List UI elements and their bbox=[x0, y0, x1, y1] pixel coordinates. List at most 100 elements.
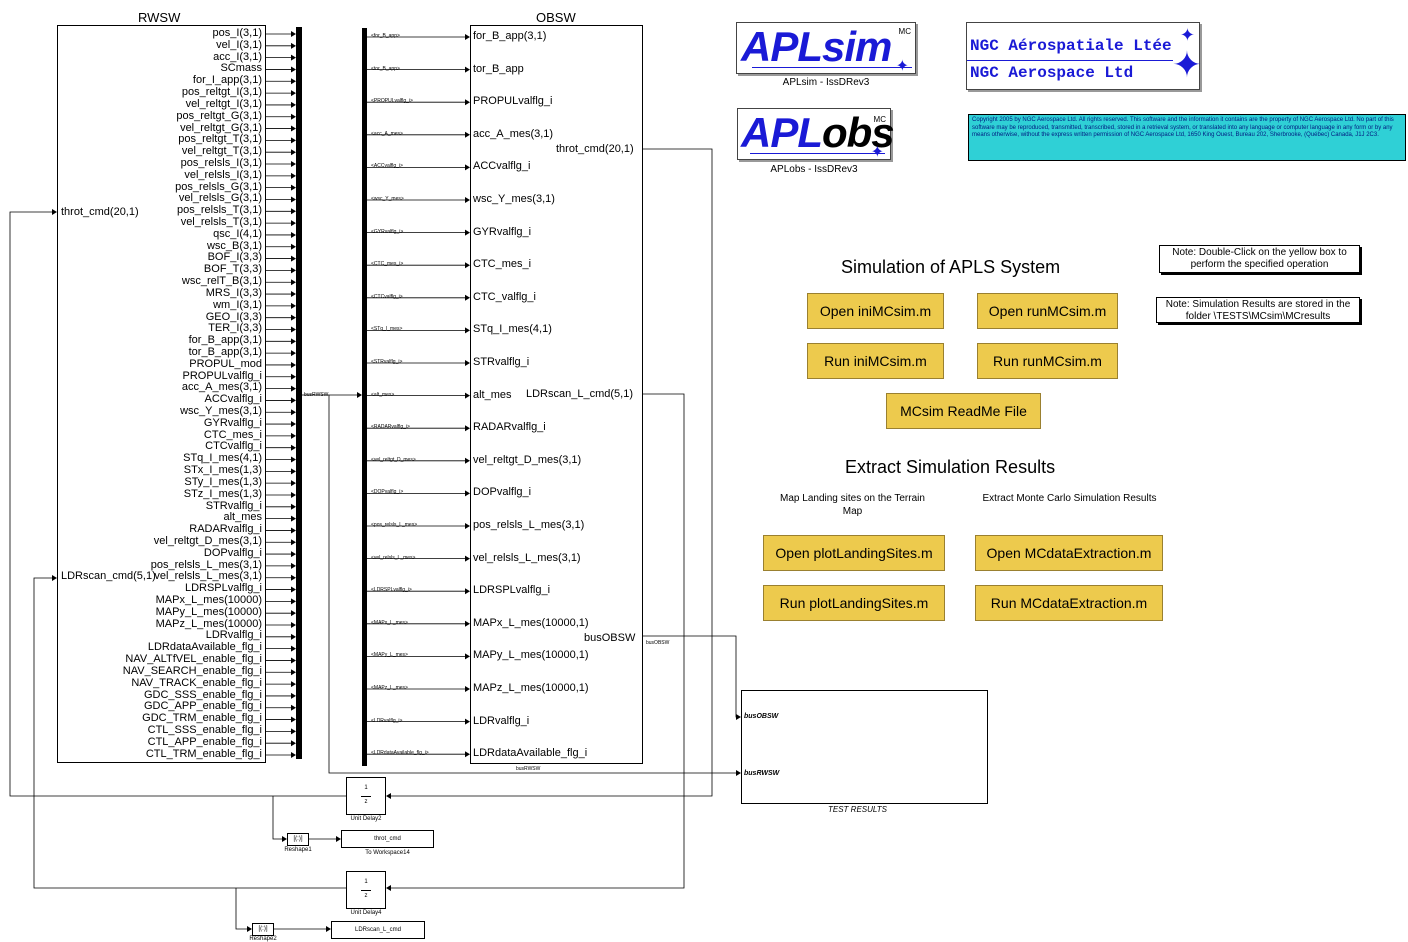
rwsw-output-arrow bbox=[291, 704, 296, 711]
open-runmcsim-button[interactable]: Open runMCsim.m bbox=[977, 293, 1118, 329]
rwsw-output-arrow bbox=[291, 31, 296, 37]
ldr-return-wire bbox=[33, 577, 346, 889]
unit-delay2-den: z bbox=[364, 799, 368, 805]
bus-selector-label: <pos_relsls_L_mes> bbox=[371, 522, 418, 528]
bus-selector-label: <CTC_mes_i> bbox=[371, 261, 404, 268]
to-workspace14-block[interactable]: throt_cmd bbox=[341, 830, 434, 848]
to-workspace-ldrscan-block[interactable]: LDRscan_L_cmd bbox=[331, 921, 425, 939]
obsw-input-port: CTC_mes_i bbox=[473, 258, 532, 271]
obsw-input-port: LDRdataAvailable_flg_i bbox=[473, 747, 588, 760]
rwsw-output-port: vel_relsls_I(3,1) bbox=[184, 168, 262, 181]
note-results-folder: Note: Simulation Results are stored in t… bbox=[1156, 297, 1360, 323]
rwsw-output-arrow bbox=[291, 279, 296, 286]
obsw-input-arrow bbox=[465, 360, 470, 366]
rwsw-output-arrow bbox=[291, 291, 296, 298]
obsw-input-arrow bbox=[465, 686, 470, 692]
bus-selector-label: <alt_mes> bbox=[371, 391, 395, 398]
rwsw-output-arrow bbox=[291, 645, 296, 652]
rwsw-output-port: MRS_I(3,3) bbox=[205, 286, 262, 299]
throt-feedback-arrow bbox=[386, 793, 391, 799]
obsw-output-ldrscan: LDRscan_L_cmd(5,1) bbox=[526, 388, 633, 400]
obsw-input-port: STq_I_mes(4,1) bbox=[473, 323, 552, 336]
obsw-input-arrow bbox=[465, 229, 470, 236]
rwsw-output-port: STz_I_mes(1,3) bbox=[183, 487, 262, 500]
bus-rwsw-to-test-wire bbox=[328, 395, 740, 774]
rwsw-output-port: CTL_SSS_enable_flg_i bbox=[147, 723, 262, 736]
run-runmcsim-button[interactable]: Run runMCsim.m bbox=[977, 343, 1118, 379]
rwsw-output-arrow bbox=[291, 681, 296, 688]
unit-delay4-num: 1 bbox=[364, 879, 368, 885]
rwsw-subsystem-block[interactable] bbox=[57, 25, 266, 763]
mcsim-readme-button[interactable]: MCsim ReadMe File bbox=[886, 393, 1041, 429]
bus-selector-label: <CTCvalflg_i> bbox=[371, 293, 403, 300]
rwsw-output-port: pos_I(3,1) bbox=[212, 27, 262, 39]
run-mcdataextraction-button[interactable]: Run MCdataExtraction.m bbox=[975, 585, 1163, 621]
obsw-input-arrow bbox=[465, 425, 470, 432]
bus-selector-label: <RADARvalflg_i> bbox=[371, 424, 410, 431]
aplobs-logo[interactable]: APLobs MC ✦ bbox=[737, 108, 895, 161]
reshape1-text: [(:)] bbox=[293, 836, 303, 842]
aplsim-logo[interactable]: APLsim MC ✦ bbox=[736, 22, 916, 75]
bus-selector-label: <PROPULvalflg_i> bbox=[371, 98, 413, 105]
unit-delay2-block[interactable]: 1 z bbox=[346, 777, 386, 815]
obsw-input-port: MAPx_L_mes(10000,1) bbox=[473, 616, 589, 629]
obsw-input-arrow bbox=[465, 751, 470, 758]
open-inimcsim-button[interactable]: Open iniMCsim.m bbox=[807, 293, 944, 329]
reshape2-block[interactable]: [(:)] bbox=[252, 923, 274, 936]
unit-delay4-block[interactable]: 1 z bbox=[346, 871, 386, 909]
obsw-input-arrow bbox=[465, 392, 470, 399]
rwsw-output-arrow bbox=[291, 208, 296, 215]
rwsw-output-arrow bbox=[291, 125, 296, 132]
rwsw-output-arrow bbox=[291, 562, 296, 569]
obsw-input-arrow bbox=[465, 555, 470, 562]
obsw-input-arrow bbox=[465, 164, 470, 171]
bus-obsw-label: busOBSW bbox=[646, 640, 670, 646]
open-mcdataextraction-button[interactable]: Open MCdataExtraction.m bbox=[975, 535, 1163, 571]
run-plotlandingsites-button[interactable]: Run plotLandingSites.m bbox=[763, 585, 945, 621]
bus-selector-label: <for_B_app> bbox=[371, 33, 400, 39]
rwsw-output-arrow bbox=[291, 137, 296, 144]
rwsw-output-port: vel_reltgt_D_mes(3,1) bbox=[153, 534, 262, 547]
run-inimcsim-button[interactable]: Run iniMCsim.m bbox=[807, 343, 944, 379]
rwsw-output-port: RADARvalflg_i bbox=[189, 523, 262, 536]
rwsw-output-arrow bbox=[291, 397, 296, 404]
bus-rwsw-to-test-arrow bbox=[736, 770, 741, 776]
rwsw-output-port: DOPvalflg_i bbox=[203, 546, 262, 559]
obsw-bus-selector[interactable] bbox=[362, 28, 367, 766]
test-results-caption: TEST RESULTS bbox=[828, 805, 887, 814]
rwsw-bus-creator[interactable] bbox=[296, 27, 302, 759]
throt-return-arrow bbox=[52, 209, 57, 215]
rwsw-output-port: STx_I_mes(1,3) bbox=[183, 464, 262, 477]
rwsw-output-arrow bbox=[291, 350, 296, 357]
bus-selector-label: <wsc_Y_mes> bbox=[371, 196, 404, 202]
obsw-input-arrow bbox=[465, 523, 470, 529]
rwsw-output-arrow bbox=[291, 184, 296, 191]
rwsw-output-port: wsc_B(3,1) bbox=[206, 239, 262, 252]
obsw-input-port: RADARvalflg_i bbox=[473, 421, 546, 434]
bus-selector-label: <MAPy_L_mes> bbox=[371, 652, 408, 659]
obsw-input-arrow bbox=[465, 131, 470, 138]
caption-map-landing: Map Landing sites on the Terrain Map bbox=[780, 493, 925, 517]
test-input-busrwsw: busRWSW bbox=[744, 770, 780, 777]
bus-obsw-to-test-arrow bbox=[736, 714, 741, 720]
rwsw-output-arrow bbox=[291, 243, 296, 250]
obsw-subsystem-block[interactable] bbox=[470, 25, 643, 764]
rwsw-output-arrow bbox=[291, 161, 296, 168]
obsw-input-port: pos_relsls_L_mes(3,1) bbox=[473, 519, 585, 531]
reshape2-text: [(:)] bbox=[258, 926, 268, 932]
obsw-input-arrow bbox=[465, 588, 470, 595]
open-plotlandingsites-button[interactable]: Open plotLandingSites.m bbox=[763, 535, 945, 571]
rwsw-output-arrow bbox=[291, 196, 296, 203]
rwsw-output-port: ACCvalflg_i bbox=[204, 393, 262, 406]
aplsim-star-icon: ✦ bbox=[895, 58, 909, 75]
rwsw-output-arrow bbox=[291, 669, 296, 676]
throt-return-wire bbox=[9, 211, 346, 797]
rwsw-output-arrow bbox=[291, 740, 296, 747]
test-results-block[interactable] bbox=[741, 690, 988, 804]
obsw-input-port: LDRvalflg_i bbox=[473, 714, 530, 727]
obsw-input-port: DOPvalflg_i bbox=[473, 486, 532, 499]
rwsw-output-port: LDRdataAvailable_flg_i bbox=[147, 641, 262, 654]
reshape1-block[interactable]: [(:)] bbox=[287, 833, 309, 846]
ngc-logo[interactable]: NGC Aérospatiale Ltée NGC Aerospace Ltd … bbox=[966, 22, 1202, 90]
rwsw-output-port: STRvalflg_i bbox=[205, 499, 262, 512]
